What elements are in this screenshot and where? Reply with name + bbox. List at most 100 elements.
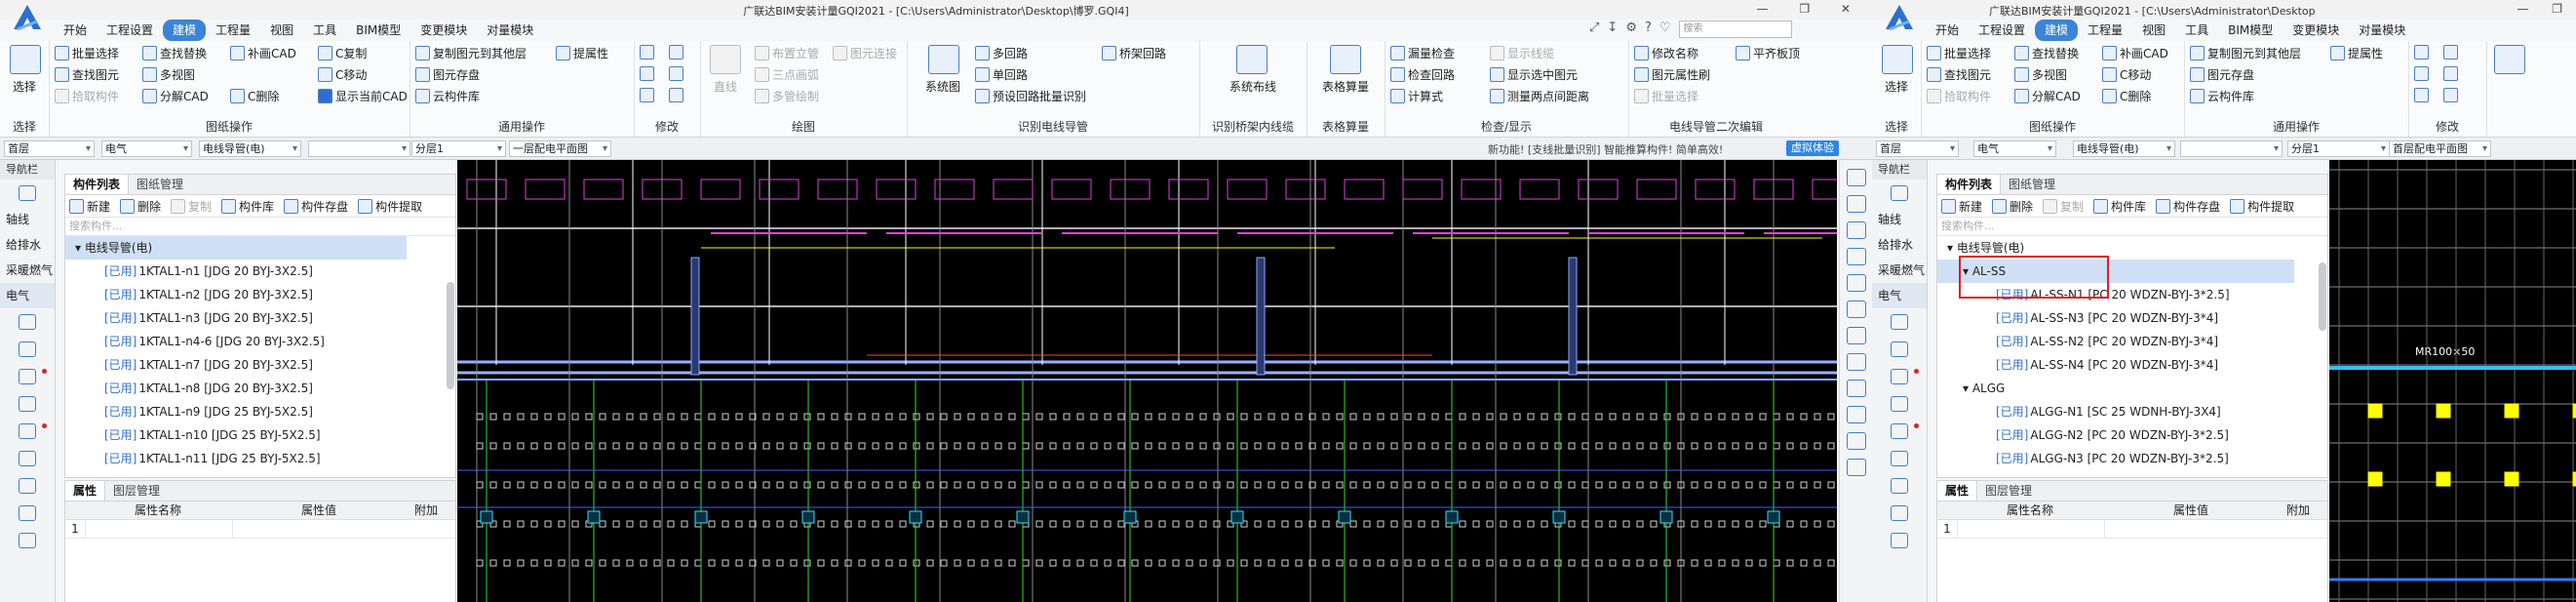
nav-more[interactable]	[0, 527, 55, 554]
modify-tool-5[interactable]	[2414, 88, 2429, 102]
window-controls[interactable]: — ❐	[2517, 2, 2572, 16]
nav-item-heating-gas[interactable]: 采暖燃气	[6, 263, 54, 277]
save-component-button[interactable]: 构件存盘	[284, 198, 348, 215]
show-cable-button[interactable]: 显示线缆	[1490, 45, 1554, 61]
nav-fitting[interactable]	[0, 500, 55, 527]
floor-select[interactable]: 首层	[4, 140, 95, 157]
view-grid-icon[interactable]	[1847, 327, 1866, 344]
view-table-icon[interactable]	[1847, 459, 1866, 476]
virtual-try-button[interactable]: 虚拟体验	[1786, 140, 1839, 156]
property-brush-button[interactable]: 图元属性刷	[1634, 66, 1710, 83]
tree-item[interactable]: [已用]1KTAL1-n11 [JDG 25 BYJ-5X2.5]	[65, 447, 455, 470]
multi-view-button[interactable]: 多视图	[2014, 66, 2067, 83]
tab-drawing-management[interactable]: 图纸管理	[137, 178, 184, 191]
check-circuit-button[interactable]: 检查回路	[1390, 66, 1455, 83]
system-diagram-icon[interactable]	[928, 45, 959, 74]
menu-modeling[interactable]: 建模	[163, 20, 207, 41]
c-move-button[interactable]: C移动	[2102, 66, 2151, 83]
component-select[interactable]	[308, 140, 410, 157]
scrollbar[interactable]	[447, 282, 454, 389]
tree-item[interactable]: [已用]1KTAL1-n4-6 [JDG 20 BYJ-3X2.5]	[65, 330, 455, 353]
tab-component-list[interactable]: 构件列表	[65, 175, 130, 194]
fullscreen-icon[interactable]: ⤢	[1589, 20, 1600, 35]
show-current-cad-checkbox[interactable]: 显示当前CAD	[318, 88, 408, 104]
tree-item[interactable]: [已用]1KTAL1-n1 [JDG 20 BYJ-3X2.5]	[65, 260, 455, 283]
property-value-cell[interactable]	[232, 520, 409, 538]
tree-item[interactable]: [已用]1KTAL1-n7 [JDG 20 BYJ-3X2.5]	[65, 353, 455, 377]
explode-cad-button[interactable]: 分解CAD	[142, 88, 209, 104]
cloud-library-button[interactable]: 云构件库	[2190, 88, 2254, 104]
tab-properties[interactable]: 属性	[65, 481, 106, 501]
global-search-input[interactable]: 搜索	[1678, 20, 1792, 38]
tree-item[interactable]: [已用]ALGG-N3 [PC 20 WDZN-BYJ-3*2.5]	[1937, 447, 2327, 470]
find-element-button[interactable]: 查找图元	[1927, 66, 1991, 83]
scrollbar[interactable]	[2319, 262, 2326, 331]
extract-property-button[interactable]: 提属性	[556, 45, 608, 61]
modify-tool-2[interactable]	[2443, 45, 2458, 60]
sublayer-select[interactable]: 分层1	[2287, 140, 2390, 157]
view-fit-icon[interactable]	[1847, 380, 1866, 397]
component-type-select[interactable]: 电线导管(电)	[199, 140, 301, 157]
select-button[interactable]: 选择	[1884, 80, 1908, 94]
find-replace-button[interactable]: 查找替换	[142, 45, 207, 61]
tree-group-al-ss[interactable]: ▾ AL-SS	[1937, 260, 2294, 283]
component-select[interactable]	[2180, 140, 2283, 157]
cad-drawing-canvas[interactable]: MR100×50	[2329, 160, 2576, 602]
select-button[interactable]: 选择	[12, 80, 36, 94]
tab-component-list[interactable]: 构件列表	[1937, 175, 2002, 194]
menu-tools[interactable]: 工具	[313, 23, 337, 37]
tree-root[interactable]: ▾ 电线导管(电)	[1947, 241, 2025, 255]
copy-to-layers-button[interactable]: 复制图元到其他层	[415, 45, 527, 61]
system-diagram-button[interactable]: 系统图	[924, 80, 960, 94]
modify-tool-4[interactable]	[669, 66, 683, 81]
modify-tool-6[interactable]	[669, 88, 683, 102]
nav-cable[interactable]	[1872, 472, 1927, 500]
tray-circuit-button[interactable]: 桥架回路	[1102, 45, 1166, 61]
menu-quantities[interactable]: 工程量	[215, 23, 252, 37]
measure-distance-button[interactable]: 测量两点间距离	[1490, 88, 1589, 104]
nav-fitting[interactable]	[1872, 500, 1927, 527]
nav-item-heating-gas[interactable]: 采暖燃气	[1878, 263, 1926, 277]
delete-component-button[interactable]: 删除	[1992, 198, 2033, 215]
table-quantity-button[interactable]: 表格算量	[1321, 80, 1369, 94]
tree-item[interactable]: [已用]1KTAL1-n8 [JDG 20 BYJ-3X2.5]	[65, 377, 455, 400]
extract-component-button[interactable]: 构件提取	[358, 198, 422, 215]
menu-start[interactable]: 开始	[1935, 23, 1960, 37]
menu-tools[interactable]: 工具	[2185, 23, 2209, 37]
new-component-button[interactable]: 新建	[69, 198, 110, 215]
c-delete-button[interactable]: C删除	[230, 88, 279, 104]
nav-switch[interactable]	[1872, 336, 1927, 363]
fill-cad-button[interactable]: 补画CAD	[2102, 45, 2168, 61]
nav-more[interactable]	[1872, 527, 1927, 554]
select-arrow-icon[interactable]	[10, 45, 41, 74]
view-eye-icon[interactable]	[1847, 353, 1866, 371]
multi-pipe-draw-button[interactable]: 多管绘制	[755, 88, 819, 104]
discipline-select[interactable]: 电气	[1973, 140, 2056, 157]
component-library-button[interactable]: 构件库	[221, 198, 274, 215]
explode-cad-button[interactable]: 分解CAD	[2014, 88, 2081, 104]
menu-view[interactable]: 视图	[270, 23, 294, 37]
modify-tool-5[interactable]	[640, 88, 654, 102]
nav-conduit[interactable]	[0, 445, 55, 472]
property-row[interactable]: 1	[65, 520, 455, 539]
nav-tool-row[interactable]	[0, 180, 55, 207]
save-element-button[interactable]: 图元存盘	[415, 66, 480, 83]
menu-change-module[interactable]: 变更模块	[420, 23, 468, 37]
component-type-select[interactable]: 电线导管(电)	[2073, 140, 2175, 157]
preset-batch-identify-button[interactable]: 预设回路批量识别	[975, 88, 1086, 104]
modify-tool-3[interactable]	[2414, 66, 2429, 81]
extract-property-button[interactable]: 提属性	[2330, 45, 2383, 61]
nav-panel[interactable]	[1872, 363, 1927, 390]
view-measure-icon[interactable]	[1847, 432, 1866, 450]
view-layer-icon[interactable]	[1847, 248, 1866, 265]
menu-modeling[interactable]: 建模	[2035, 20, 2079, 41]
pick-component-button[interactable]: 拾取构件	[1927, 88, 1991, 104]
menu-bim-model[interactable]: BIM模型	[2228, 23, 2274, 37]
floor-select[interactable]: 首层	[1876, 140, 1959, 157]
place-riser-button[interactable]: 布置立管	[755, 45, 819, 61]
modify-tool-6[interactable]	[2443, 88, 2458, 102]
discipline-select[interactable]: 电气	[101, 140, 192, 157]
new-feature-notice[interactable]: 新功能! [支线批量识别] 智能推算构件! 简单高效!	[1488, 143, 1724, 156]
window-controls[interactable]: — ❐ ✕	[1756, 2, 1864, 16]
nav-item-water[interactable]: 给排水	[6, 238, 42, 252]
